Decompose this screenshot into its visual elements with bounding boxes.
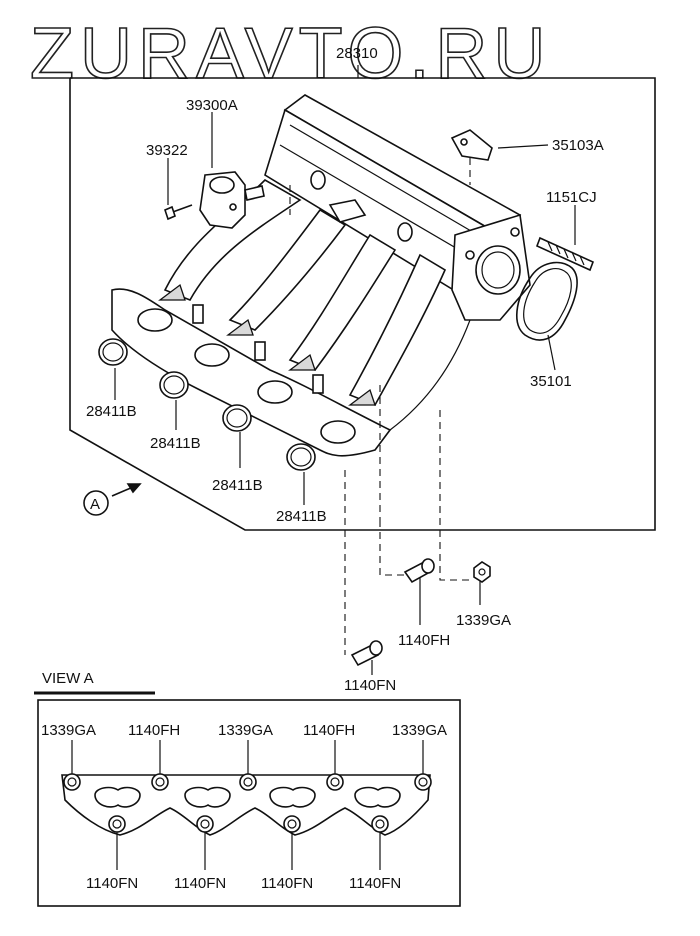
projection-lines	[344, 410, 470, 655]
view-a-title: VIEW A	[42, 670, 94, 687]
label-1151cj: 1151CJ	[546, 189, 597, 206]
view-marker-letter: A	[90, 496, 100, 513]
intake-manifold	[111, 94, 531, 520]
label-35101: 35101	[530, 373, 572, 390]
label-28411b-4: 28411B	[276, 508, 327, 525]
label-39322: 39322	[146, 142, 188, 159]
view-a-top-fasteners	[63, 773, 432, 791]
bolt-1140fh	[403, 558, 435, 584]
label-28411b-1: 28411B	[86, 403, 137, 420]
view-a-top-label-2: 1140FH	[128, 722, 180, 739]
label-39300a: 39300A	[186, 97, 238, 114]
assembly-outline	[69, 77, 656, 531]
label-28310: 28310	[336, 45, 378, 62]
watermark-text: ZURAVTO.RU	[30, 14, 551, 94]
view-a-inset: VIEW A 1339GA 1140FH 1339	[34, 670, 461, 907]
label-28411b-3: 28411B	[212, 477, 263, 494]
view-a-bottom-label-4: 1140FN	[349, 875, 401, 892]
view-a-bottom-label-1: 1140FN	[86, 875, 138, 892]
bracket	[450, 129, 493, 185]
nut-1339ga	[473, 561, 491, 583]
stud	[535, 236, 595, 272]
view-a-top-label-3: 1339GA	[218, 722, 273, 739]
label-1140fn: 1140FN	[344, 677, 396, 694]
leader-lines	[114, 65, 576, 675]
view-a-marker: A	[83, 483, 142, 516]
view-a-bottom-label-2: 1140FN	[174, 875, 226, 892]
label-28411b-2: 28411B	[150, 435, 201, 452]
label-35103a: 35103A	[552, 137, 604, 154]
map-sensor	[199, 171, 265, 229]
port-gaskets	[98, 338, 316, 471]
view-a-top-label-1: 1339GA	[41, 722, 96, 739]
bolt-1140fn	[350, 640, 383, 667]
view-a-top-label-4: 1140FH	[303, 722, 355, 739]
view-a-bottom-label-3: 1140FN	[261, 875, 313, 892]
view-a-bottom-fasteners	[108, 815, 389, 833]
sensor-bolt	[164, 204, 193, 221]
throttle-gasket	[515, 261, 578, 341]
label-1339ga: 1339GA	[456, 612, 511, 629]
label-1140fh: 1140FH	[398, 632, 450, 649]
view-a-top-label-5: 1339GA	[392, 722, 447, 739]
